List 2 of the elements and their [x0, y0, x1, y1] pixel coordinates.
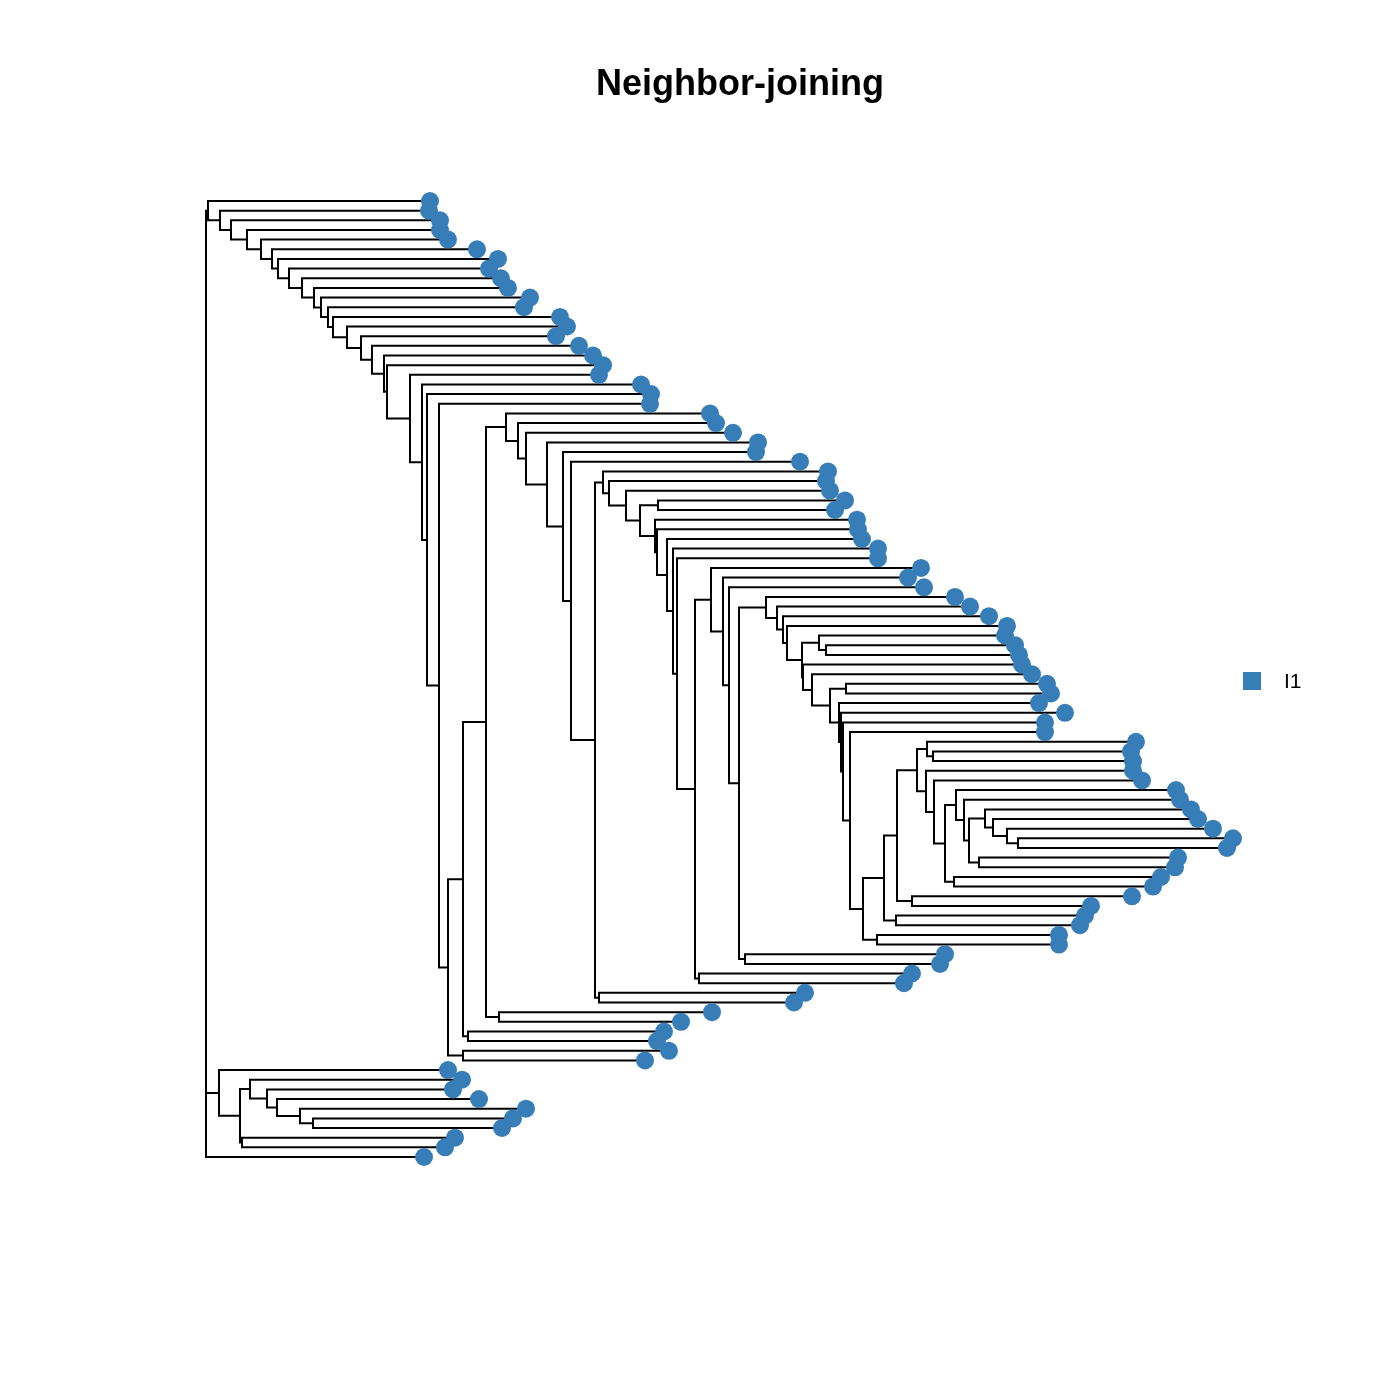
legend-label: I1: [1284, 669, 1302, 693]
chart-title: Neighbor-joining: [596, 62, 884, 104]
